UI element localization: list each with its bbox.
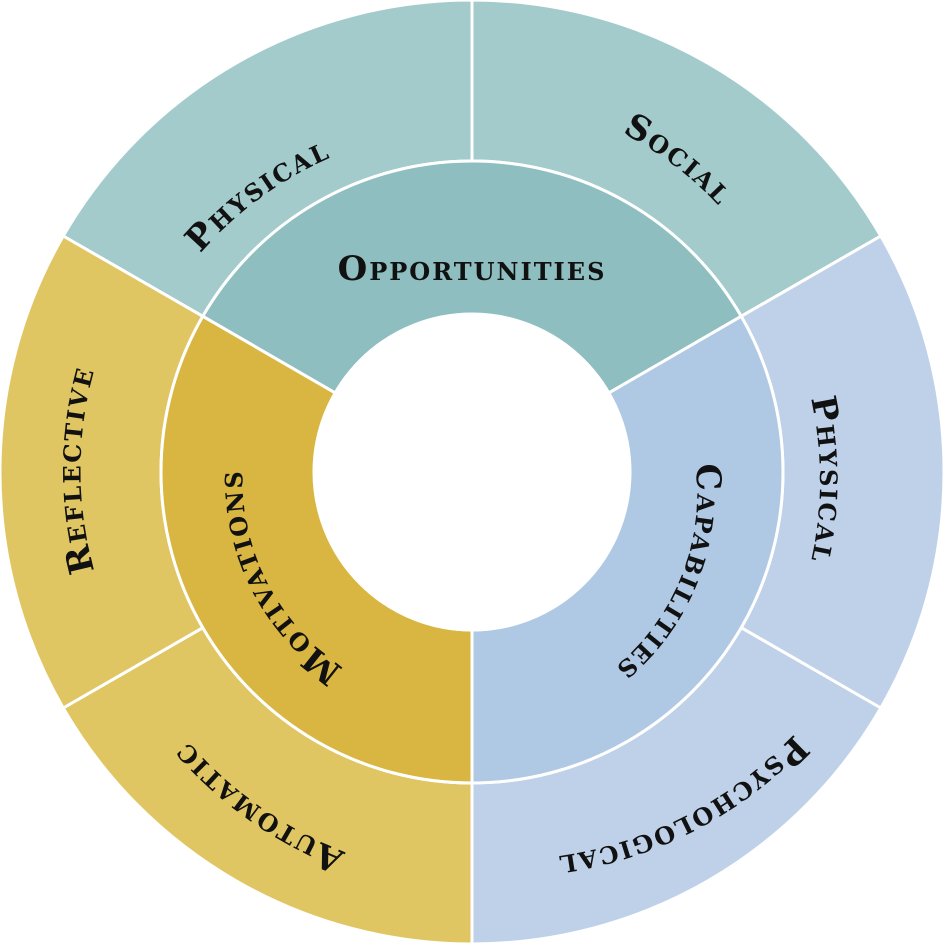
label-opportunities: Opportunities bbox=[338, 249, 607, 289]
center-hole bbox=[312, 312, 632, 632]
